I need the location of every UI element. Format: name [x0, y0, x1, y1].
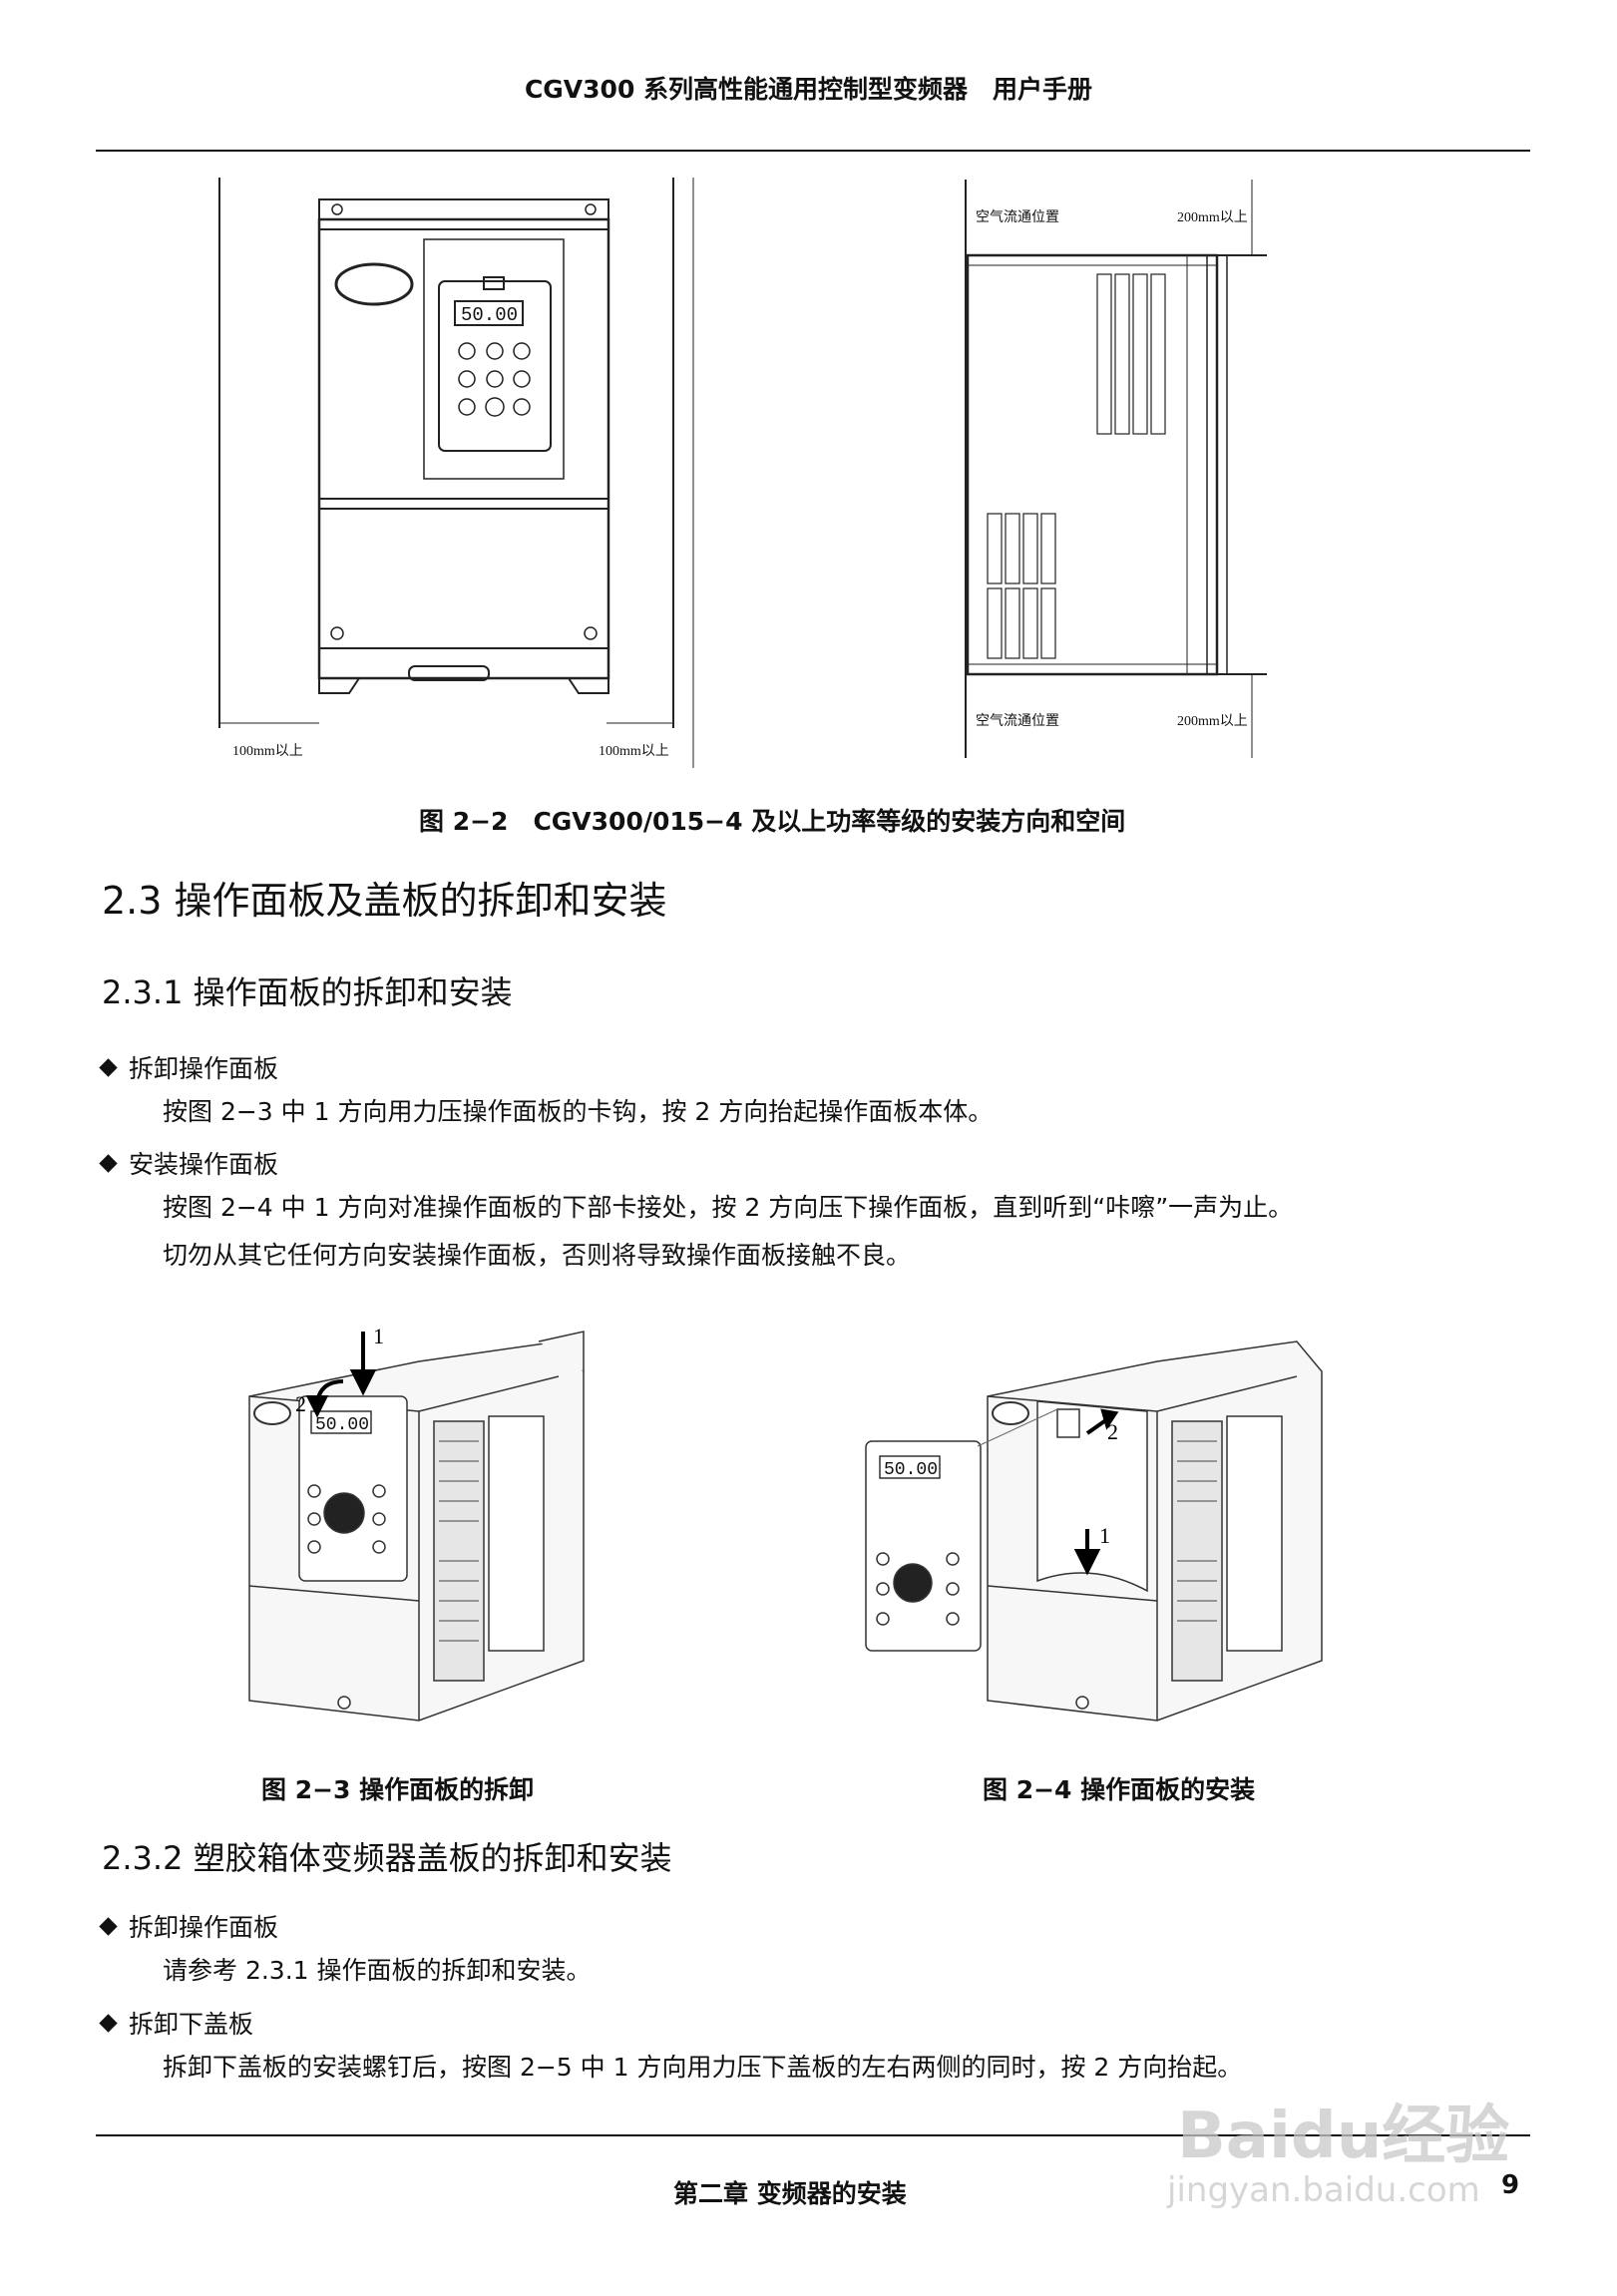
bottom-gap-label: 200mm以上	[1177, 714, 1248, 729]
bullet-remove-panel-2: 拆卸操作面板	[99, 1908, 278, 1944]
footer-rule	[96, 2134, 1530, 2136]
bullet-diamond-icon	[99, 2013, 118, 2033]
bullet-diamond-icon	[99, 1153, 118, 1173]
airflow-top-label: 空气流通位置	[976, 210, 1059, 225]
install-panel-text-1: 按图 2−4 中 1 方向对准操作面板的下部卡接处，按 2 方向压下操作面板，直…	[163, 1193, 1294, 1222]
figure-2-2-side-view	[965, 180, 1267, 758]
bullet-diamond-icon	[99, 1916, 118, 1936]
fig4-arrow-1-label: 1	[1099, 1523, 1110, 1548]
baidu-watermark-logo: Baidu经验	[1177, 2100, 1510, 2173]
header-rule	[96, 150, 1530, 152]
front-display-value: 50.00	[461, 304, 518, 326]
bullet-diamond-icon	[99, 1057, 118, 1077]
figure-2-2-caption: 图 2−2 CGV300/015−4 及以上功率等级的安装方向和空间	[419, 807, 1126, 836]
figure-2-3-illustration: 50.00 1 2	[248, 1324, 585, 1722]
figure-2-4-illustration: 50.00 2 1	[865, 1340, 1323, 1722]
page-header-title: CGV300 系列高性能通用控制型变频器 用户手册	[524, 75, 1093, 104]
section-2-3-1-title: 2.3.1 操作面板的拆卸和安装	[102, 973, 513, 1011]
bullet-remove-panel: 拆卸操作面板	[99, 1049, 278, 1085]
section-2-3-title: 2.3 操作面板及盖板的拆卸和安装	[102, 879, 667, 923]
footer-chapter: 第二章 变频器的安装	[673, 2179, 907, 2208]
bullet-install-panel: 安装操作面板	[99, 1145, 278, 1181]
left-gap-label: 100mm以上	[232, 744, 303, 759]
remove-panel-ref-text: 请参考 2.3.1 操作面板的拆卸和安装。	[163, 1956, 592, 1985]
fig4-display-value: 50.00	[884, 1460, 938, 1480]
fig3-display-value: 50.00	[315, 1415, 369, 1435]
baidu-watermark-url: jingyan.baidu.com	[1167, 2170, 1480, 2210]
figure-2-2-front-view: 50.00	[218, 178, 694, 768]
figure-2-3-caption: 图 2−3 操作面板的拆卸	[261, 1775, 535, 1804]
remove-lower-cover-text: 拆卸下盖板的安装螺钉后，按图 2−5 中 1 方向用力压下盖板的左右两侧的同时，…	[163, 2053, 1243, 2082]
airflow-bottom-label: 空气流通位置	[976, 714, 1059, 729]
bullet-remove-lower-cover: 拆卸下盖板	[99, 2005, 253, 2041]
fig4-arrow-2-label: 2	[1107, 1419, 1118, 1444]
section-2-3-2-title: 2.3.2 塑胶箱体变频器盖板的拆卸和安装	[102, 1839, 672, 1877]
footer-page-number: 9	[1501, 2170, 1520, 2200]
figure-2-4-caption: 图 2−4 操作面板的安装	[983, 1775, 1256, 1804]
top-gap-label: 200mm以上	[1177, 210, 1248, 225]
install-panel-text-2: 切勿从其它任何方向安装操作面板，否则将导致操作面板接触不良。	[163, 1241, 912, 1270]
fig3-arrow-2-label: 2	[295, 1391, 306, 1416]
fig3-arrow-1-label: 1	[373, 1324, 384, 1348]
remove-panel-text: 按图 2−3 中 1 方向用力压操作面板的卡钩，按 2 方向抬起操作面板本体。	[163, 1097, 994, 1126]
right-gap-label: 100mm以上	[599, 744, 669, 759]
